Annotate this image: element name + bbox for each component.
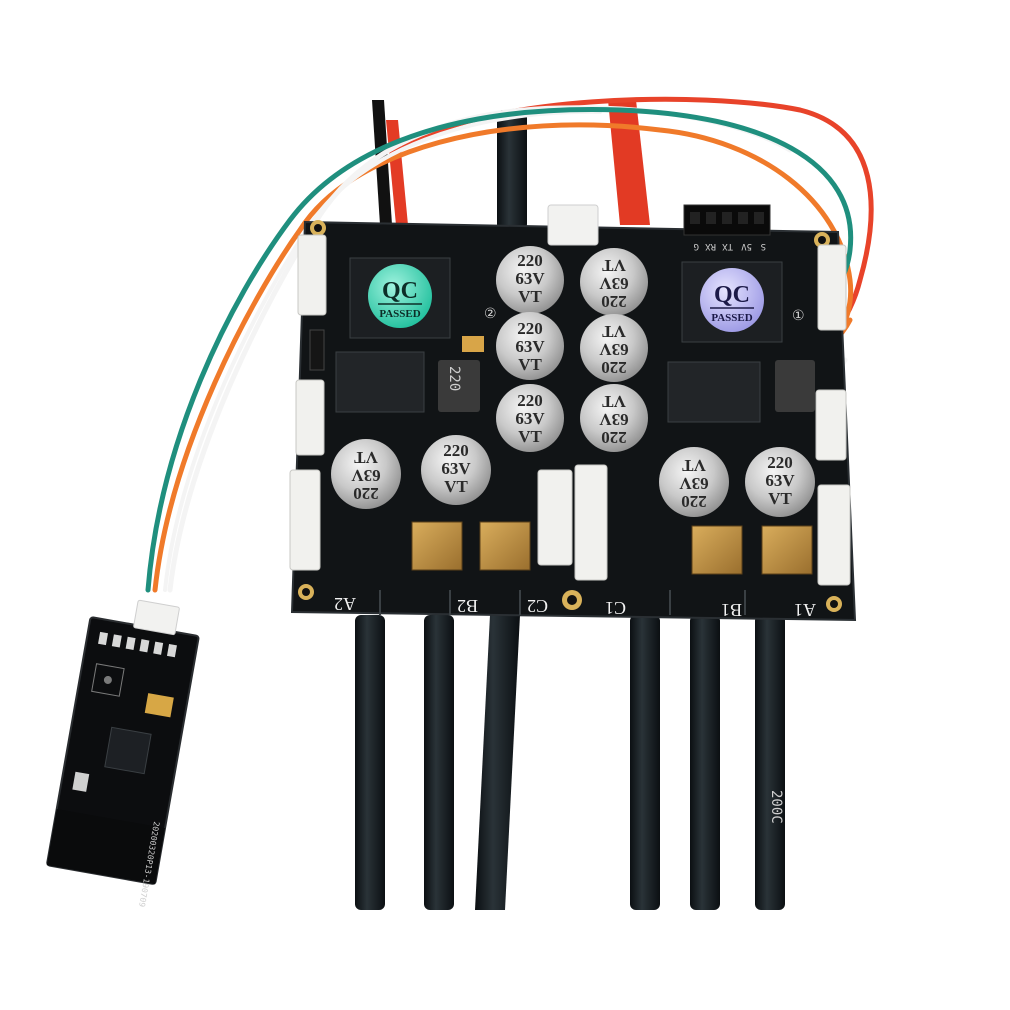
inductor-marking: 220 xyxy=(446,366,462,391)
mcu-mark: ① xyxy=(792,308,805,324)
header-label-s: S xyxy=(761,241,766,251)
svg-text:63V: 63V xyxy=(441,459,471,478)
mcu-right: QC PASSED ① xyxy=(681,261,805,343)
jst-connector-top xyxy=(547,204,599,246)
capacitor: 220 63V VT xyxy=(331,439,401,509)
phase-cables: 200C xyxy=(355,615,785,910)
svg-text:VT: VT xyxy=(444,477,468,496)
side-connectors xyxy=(289,234,851,586)
header-label-rx: RX xyxy=(705,241,716,251)
svg-text:220: 220 xyxy=(353,484,379,503)
capacitor: 220 63V VT xyxy=(580,384,648,452)
qc-subtitle: PASSED xyxy=(379,308,420,320)
svg-text:63V: 63V xyxy=(599,340,629,359)
svg-text:VT: VT xyxy=(518,355,542,374)
phase-label-a1: A1 xyxy=(794,600,816,620)
svg-text:220: 220 xyxy=(767,453,793,472)
mosfets xyxy=(411,521,813,575)
svg-text:VT: VT xyxy=(768,489,792,508)
svg-text:220: 220 xyxy=(517,319,543,338)
svg-text:63V: 63V xyxy=(599,410,629,429)
capacitor: 220 63V VT xyxy=(421,435,491,505)
svg-text:63V: 63V xyxy=(515,269,545,288)
svg-text:VT: VT xyxy=(518,287,542,306)
svg-text:VT: VT xyxy=(354,448,378,467)
svg-text:VT: VT xyxy=(682,456,706,475)
header-label-tx: TX xyxy=(722,241,733,251)
qc-title: QC xyxy=(382,278,418,304)
power-cable-black xyxy=(497,110,527,230)
module-connector xyxy=(133,599,180,636)
capacitors: 220 63V VT 220 63V VT 220 63V VT 220 63V… xyxy=(331,246,815,517)
power-cable-red xyxy=(608,100,650,225)
header-label-g: G xyxy=(694,241,699,251)
svg-text:63V: 63V xyxy=(765,471,795,490)
svg-text:63V: 63V xyxy=(679,474,709,493)
svg-text:220: 220 xyxy=(517,251,543,270)
phase-cable-b2 xyxy=(424,615,454,910)
capacitor: 220 63V VT xyxy=(496,312,564,380)
capacitor: 220 63V VT xyxy=(496,384,564,452)
receiver-module: 20200320P13-190709 xyxy=(46,599,200,908)
phase-label-c1: C1 xyxy=(605,598,626,618)
svg-text:VT: VT xyxy=(602,256,626,275)
phase-cable-a1 xyxy=(755,615,785,910)
phase-label-a2: A2 xyxy=(334,594,356,614)
phase-cable-a2 xyxy=(355,615,385,910)
svg-text:63V: 63V xyxy=(599,274,629,293)
svg-text:VT: VT xyxy=(602,392,626,411)
qc-title: QC xyxy=(714,282,750,308)
svg-text:220: 220 xyxy=(443,441,469,460)
top-connectors: S 5V TX RX G xyxy=(547,204,771,251)
header-label-5v: 5V xyxy=(741,241,752,251)
phase-label-b1: B1 xyxy=(721,600,742,620)
phase-label-b2: B2 xyxy=(457,596,478,616)
power-cables xyxy=(372,100,650,230)
svg-text:63V: 63V xyxy=(351,466,381,485)
capacitor: 220 63V VT xyxy=(580,248,648,316)
qc-subtitle: PASSED xyxy=(711,312,752,324)
phase-label-c2: C2 xyxy=(527,596,548,616)
phase-cable-b1 xyxy=(690,615,720,910)
driver-chips: 220 xyxy=(309,329,815,423)
cable-marking: 200C xyxy=(768,790,784,824)
mcu-mark: ② xyxy=(484,306,497,322)
svg-text:VT: VT xyxy=(602,322,626,341)
mcu-left: QC PASSED ② xyxy=(349,257,497,339)
svg-text:220: 220 xyxy=(601,428,627,447)
capacitor: 220 63V VT xyxy=(659,447,729,517)
svg-text:220: 220 xyxy=(681,492,707,511)
qc-sticker xyxy=(368,264,432,328)
phase-cable-c2 xyxy=(475,615,520,910)
svg-text:VT: VT xyxy=(518,427,542,446)
capacitor: 220 63V VT xyxy=(745,447,815,517)
qc-sticker xyxy=(700,268,764,332)
phase-cable-c1 xyxy=(630,615,660,910)
svg-text:220: 220 xyxy=(517,391,543,410)
capacitor: 220 63V VT xyxy=(496,246,564,314)
svg-text:220: 220 xyxy=(601,292,627,311)
svg-text:63V: 63V xyxy=(515,409,545,428)
svg-text:63V: 63V xyxy=(515,337,545,356)
phase-labels: A2 B2 C2 C1 B1 A1 xyxy=(334,594,816,620)
svg-text:220: 220 xyxy=(601,358,627,377)
capacitor: 220 63V VT xyxy=(580,314,648,382)
